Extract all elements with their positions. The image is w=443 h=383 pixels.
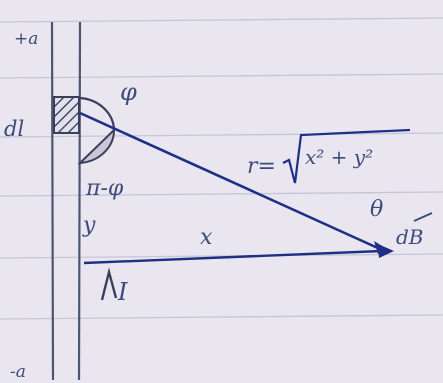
- theta-label: θ: [370, 197, 383, 222]
- r-radicand: x² + y²: [305, 145, 373, 169]
- current-label: I: [117, 278, 128, 306]
- top-limit-label: +a: [14, 29, 38, 49]
- radical-sign: [282, 128, 411, 184]
- dB-vector-bar: [413, 212, 433, 222]
- wire: [50, 21, 82, 381]
- angle-pi-minus-phi-arc: [77, 127, 116, 165]
- x-distance-arrowhead: [378, 244, 394, 258]
- current-arrow: [100, 267, 118, 301]
- bottom-limit-label: -a: [10, 362, 26, 382]
- x-label: x: [200, 225, 213, 250]
- dl-label: dl: [4, 117, 24, 141]
- ruled-lines: [0, 17, 443, 320]
- phi-label: φ: [120, 78, 137, 106]
- r-vector-line: [79, 111, 381, 251]
- r-label: r=: [247, 154, 276, 179]
- angle-phi-arc: [79, 96, 116, 131]
- y-label: y: [82, 213, 96, 238]
- x-distance-line: [83, 249, 383, 265]
- pi-minus-phi-label: π-φ: [85, 176, 124, 201]
- dB-label: dB: [396, 225, 424, 249]
- current-element-dl: [53, 96, 80, 134]
